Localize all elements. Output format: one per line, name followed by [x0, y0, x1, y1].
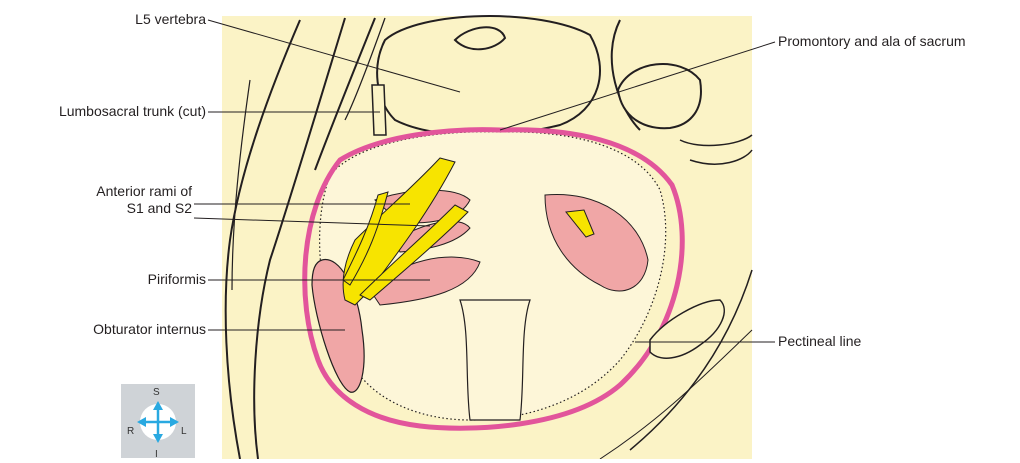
- label-promontory: Promontory and ala of sacrum: [778, 33, 966, 50]
- label-pectineal-line: Pectineal line: [778, 333, 861, 350]
- label-lumbosacral-trunk: Lumbosacral trunk (cut): [59, 103, 206, 120]
- lumbosacral-trunk: [372, 85, 386, 135]
- label-piriformis: Piriformis: [148, 271, 206, 288]
- label-anterior-rami-line1: Anterior rami of: [96, 183, 192, 200]
- orientation-left: L: [181, 427, 187, 437]
- label-obturator-internus: Obturator internus: [93, 321, 206, 338]
- orientation-compass: S R L I: [121, 384, 195, 458]
- label-l5-vertebra: L5 vertebra: [135, 11, 206, 28]
- label-anterior-rami-line2: S1 and S2: [96, 200, 192, 217]
- coccyx: [460, 300, 530, 420]
- orientation-right: R: [127, 427, 134, 437]
- orientation-superior: S: [153, 388, 160, 398]
- label-anterior-rami: Anterior rami of S1 and S2: [96, 183, 192, 217]
